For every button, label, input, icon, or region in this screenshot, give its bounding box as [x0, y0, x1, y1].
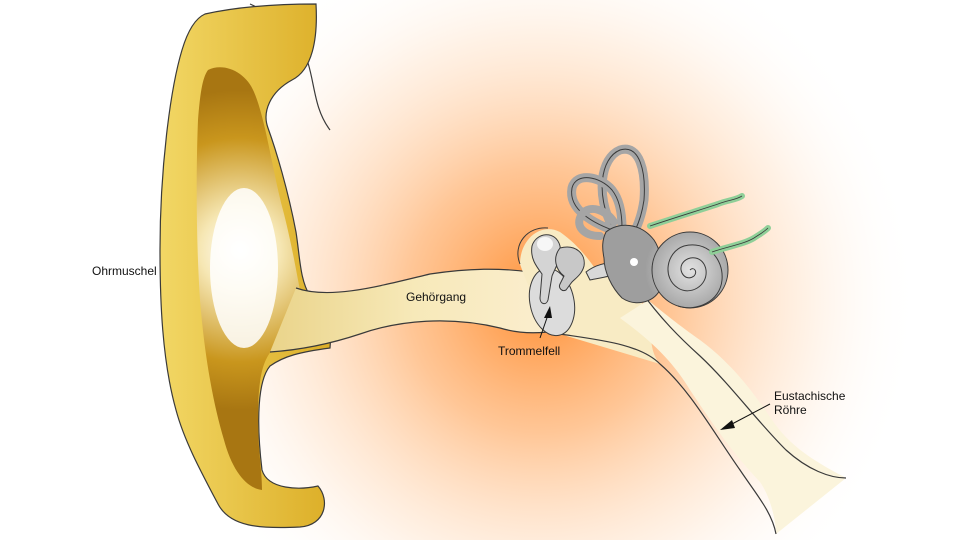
eardrum-pointer-arrowhead: [544, 306, 552, 318]
label-ear-canal: Gehörgang: [406, 290, 467, 304]
label-eustachian-line2: Röhre: [774, 403, 807, 417]
ear-canal-upper-wall: [295, 268, 531, 294]
ear-canal: [270, 269, 560, 352]
eustachian-pointer-arrowhead: [720, 420, 735, 430]
cochlea-spiral: [667, 244, 723, 309]
eustachian-wall-right: [639, 289, 847, 479]
label-pinna: Ohrmuschel: [92, 264, 157, 278]
ear-canal-lower-wall: [269, 320, 561, 353]
concha-highlight: [210, 188, 278, 348]
malleus: [531, 234, 561, 305]
semicircular-canal-lower: [575, 204, 618, 240]
nerve-lower-outline: [711, 227, 769, 253]
eustachian-pointer-line: [731, 403, 771, 425]
nerve-upper-outline: [649, 195, 743, 227]
semicircular-canal-left-outline: [571, 177, 623, 233]
vestibule-highlight: [630, 258, 638, 266]
middle-ear-outline: [517, 227, 549, 265]
incus: [555, 246, 585, 291]
label-eustachian-tube: Eustachische Röhre: [774, 389, 845, 417]
eustachian-wall-left: [559, 333, 777, 535]
label-eustachian-line1: Eustachische: [774, 389, 846, 403]
eustachian-tube: [620, 300, 846, 534]
malleus-head-highlight: [537, 237, 553, 251]
label-eardrum: Trommelfell: [498, 344, 561, 358]
